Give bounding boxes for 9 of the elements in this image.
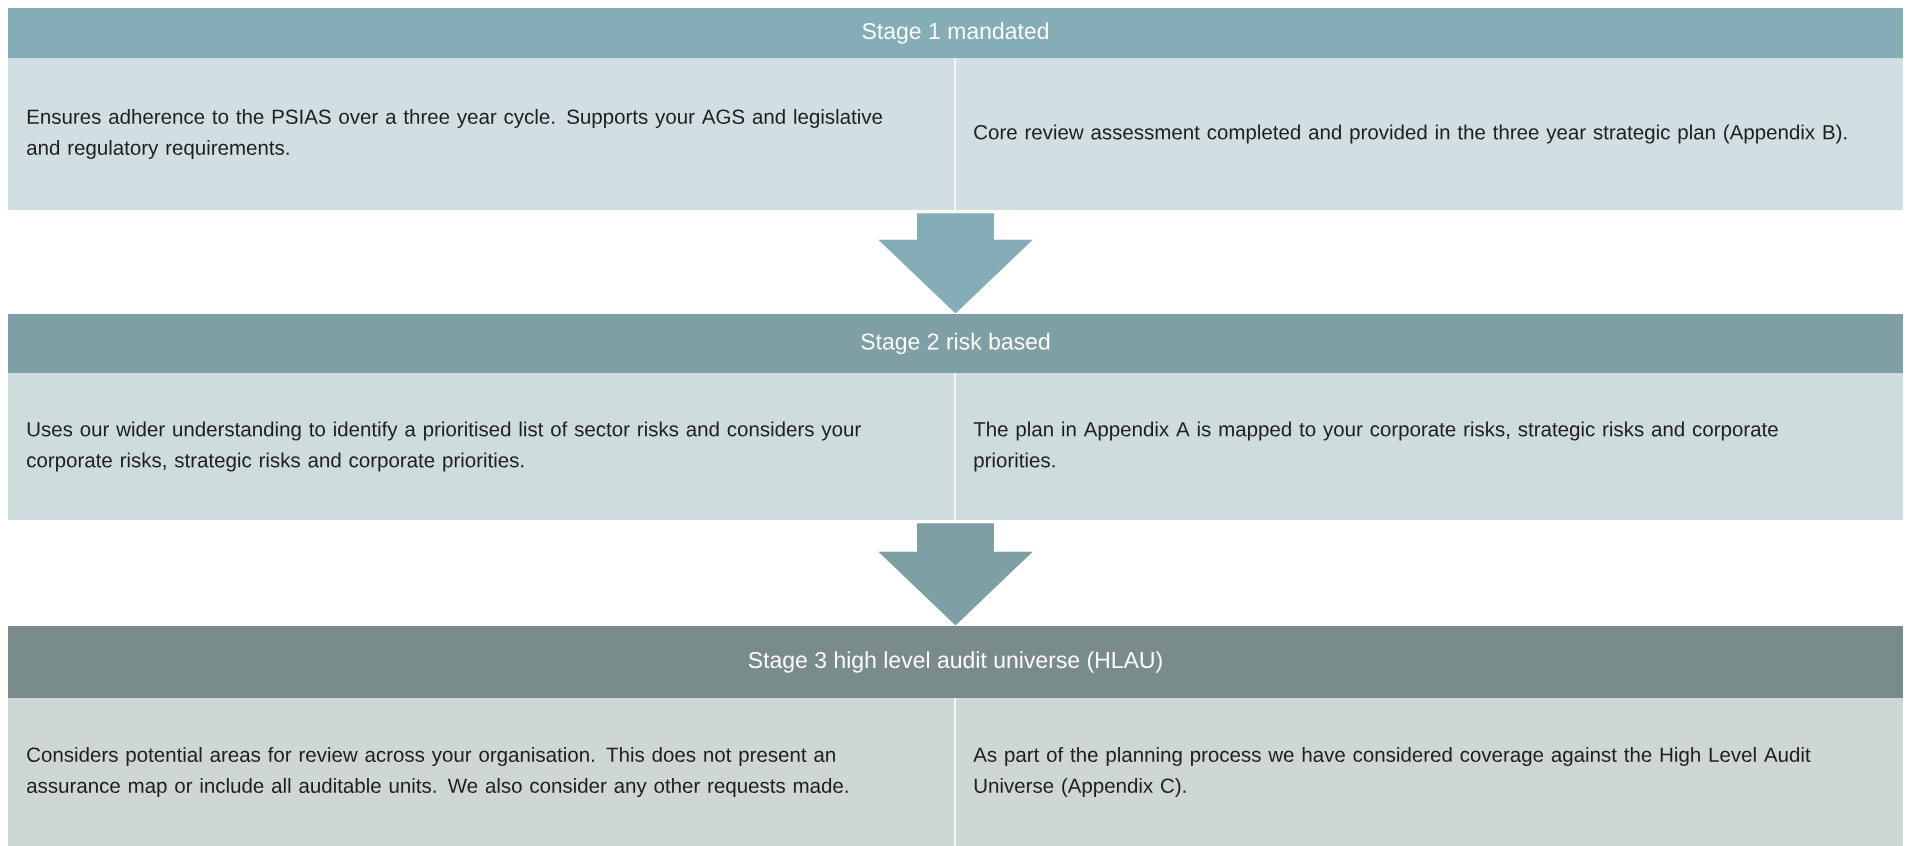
node-label: Stage 1 mandated (862, 22, 1048, 44)
node-label: Stage 2 risk based (861, 332, 1050, 355)
cell-text: Considers potential areas for review across your organisation. This does not present an assurance map or include all auditable units. We also consider any other requests made. (27, 746, 848, 798)
cell-text: Uses our wider understanding to identify a prioritised list of sector risks and considers your corporate risks, strategic risks and corporate priorities. (27, 421, 861, 472)
cell-text: Ensures adherence to the PSIAS over a three year cycle. Supports your AGS and legislative and regulatory requirements. (27, 108, 883, 160)
node-label: Stage 3 high level audit universe (HLAU) (748, 651, 1162, 673)
cell-text: The plan in Appendix A is mapped to your corporate risks, strategic risks and corporate priorities. (973, 421, 1778, 472)
cell-text: Core review assessment completed and provided in the three year strategic plan (Appendix B). (974, 124, 1847, 144)
cell-text: As part of the planning process we have considered coverage against the High Level Audit Universe (Appendix C). (973, 746, 1811, 798)
